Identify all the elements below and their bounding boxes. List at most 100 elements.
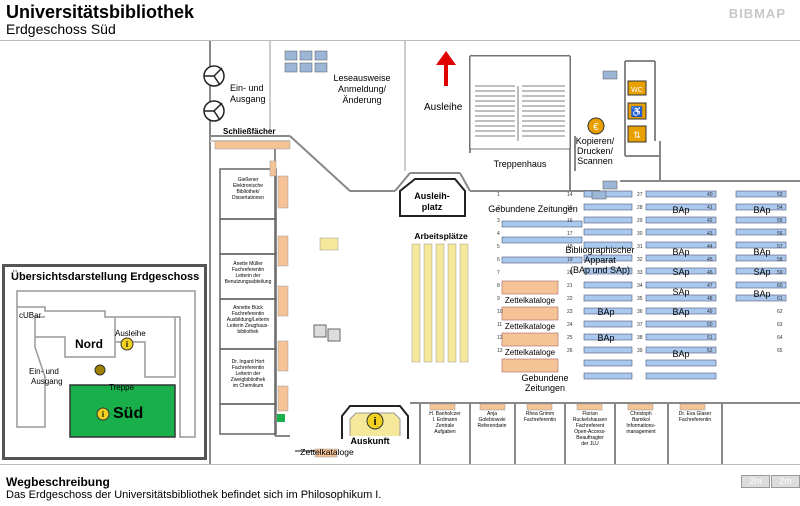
bap-label-3: BAp [672, 247, 689, 257]
office-label: Dr. Ingard Hort [232, 359, 265, 365]
shelf [735, 241, 787, 249]
shelf-number: 56 [777, 231, 783, 237]
svg-text:WC: WC [631, 87, 643, 94]
staircase [469, 55, 571, 150]
brand-logo: BIBMAP [728, 6, 786, 21]
shelf-number: 55 [777, 218, 783, 224]
shelf [583, 267, 633, 275]
shelf-number: 58 [777, 257, 783, 263]
shelf-number: 20 [567, 270, 573, 276]
shelf [645, 203, 717, 211]
bap-label-2: BAp [753, 205, 770, 215]
office-label: Anette Müller [233, 261, 263, 267]
shelf-number: 47 [707, 283, 713, 289]
shelf [735, 294, 787, 302]
shelf-number: 52 [707, 348, 713, 354]
shelf-number: 16 [567, 218, 573, 224]
overview-map[interactable]: Übersichtsdarstellung Erdgeschoss i i cU… [2, 264, 207, 460]
shelf [583, 346, 633, 354]
shelf [645, 333, 717, 341]
shelf [501, 220, 583, 228]
overview-floor: i i [16, 290, 196, 438]
shelf-number: 59 [777, 270, 783, 276]
shelf-number: 64 [777, 335, 783, 341]
office-label: Informations- [626, 423, 656, 429]
copy-label: Kopieren/ [576, 136, 615, 146]
table [319, 237, 339, 251]
overview-title: Übersichtsdarstellung Erdgeschoss [11, 271, 200, 283]
shelf-number: 51 [707, 335, 713, 341]
shelf-number: 17 [567, 231, 573, 237]
shelf-number: 12 [497, 335, 503, 341]
sud-area [69, 384, 176, 438]
shelf-numbers: 1234567891011121314151617181920212223242… [497, 192, 783, 354]
shelf [583, 372, 633, 380]
office-label: Florian [582, 411, 598, 417]
overview-loan: Ausleihe [115, 329, 146, 338]
registration-label-2: Anmeldung/ [338, 84, 387, 94]
shelf [735, 216, 787, 224]
svg-text:i: i [373, 416, 376, 428]
shelf [645, 294, 717, 302]
shelf-number: 13 [497, 348, 503, 354]
office-label: Ruckelshausen [573, 417, 607, 423]
shelf [645, 307, 717, 315]
shelf [735, 190, 787, 198]
office-label: Aufgaben [434, 429, 456, 435]
sap-label-1: SAp [672, 267, 689, 277]
shelf [583, 320, 633, 328]
office-label: Rhea Grimm [526, 411, 554, 417]
bap-label-9: BAp [672, 349, 689, 359]
shelf-number: 49 [707, 309, 713, 315]
bap-label-6: BAp [597, 307, 614, 317]
floor-map[interactable]: 1234567891011121314151617181920212223242… [0, 41, 800, 464]
shelf-number: 53 [777, 192, 783, 198]
office-label: Zweigbibliothek [231, 377, 266, 383]
shelf-number: 2 [497, 205, 500, 211]
shelf-number: 61 [777, 296, 783, 302]
shelf [583, 281, 633, 289]
shelf-number: 41 [707, 205, 713, 211]
shelf-number: 3 [497, 218, 500, 224]
shelf [583, 333, 633, 341]
card-catalogs [501, 280, 559, 373]
office-label: im Chemikum [233, 383, 264, 389]
scale-bar-2: 2m [771, 475, 800, 488]
office-label: Bamikol [632, 417, 650, 423]
bap-label-8: BAp [597, 333, 614, 343]
workspace-desk [447, 243, 457, 363]
shelf [501, 256, 583, 264]
shelf [645, 359, 717, 367]
shelf-number: 24 [567, 322, 573, 328]
entrance-turnstiles [203, 65, 225, 122]
info-desk[interactable]: i [341, 405, 409, 439]
shelf-number: 18 [567, 244, 573, 250]
cafe-icon [313, 324, 341, 342]
office-label: Fachreferentin [679, 417, 711, 423]
shelf-number: 14 [567, 192, 573, 198]
office-label: Leiterin der [235, 273, 260, 279]
office-label: Fachreferentin [232, 311, 264, 317]
office-label: management [626, 429, 656, 435]
left-offices [219, 168, 277, 435]
shelf-number: 48 [707, 296, 713, 302]
shelf-number: 7 [497, 270, 500, 276]
office-label: Gießener [238, 177, 259, 183]
sap-label-3: SAp [672, 287, 689, 297]
exit-sign-icon [277, 414, 285, 422]
office-label: Fachreferentin [524, 417, 556, 423]
office-label: Leiterin Zeughaus- [227, 323, 269, 329]
page-subtitle: Erdgeschoss Süd [6, 21, 116, 37]
sap-label-2: SAp [753, 267, 770, 277]
shelf-number: 9 [497, 296, 500, 302]
shelf-number: 42 [707, 218, 713, 224]
shelf-number: 33 [637, 270, 643, 276]
shelf-number: 6 [497, 257, 500, 263]
office-label: Fachreferentin [232, 267, 264, 273]
bound-journals-bottom-label-2: Zeitungen [525, 383, 565, 393]
shelf [645, 320, 717, 328]
shelf-number: 19 [567, 257, 573, 263]
workspace-desk [411, 243, 421, 363]
shelf-number: 44 [707, 244, 713, 250]
workspace-desk [435, 243, 445, 363]
